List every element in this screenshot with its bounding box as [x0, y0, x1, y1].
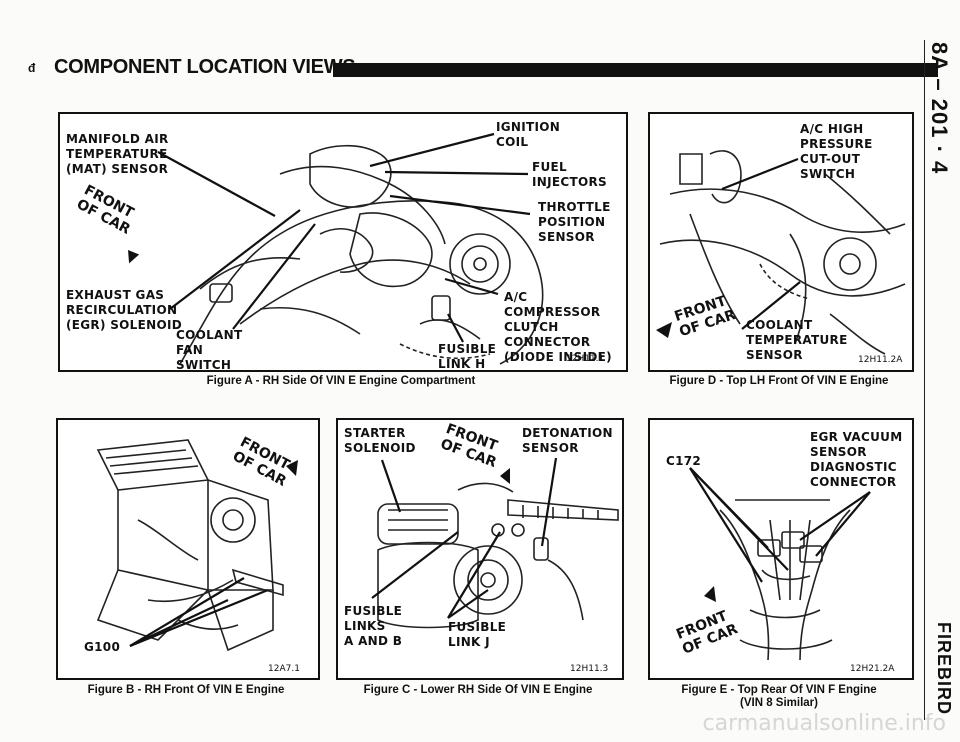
figure-e-panel: C172 EGR VACUUM SENSOR DIAGNOSTIC CONNEC… [648, 418, 914, 680]
figure-a-code: 12H11.1 [566, 354, 605, 364]
model-label: FIREBIRD [934, 622, 954, 715]
figure-a-panel: MANIFOLD AIR TEMPERATURE (MAT) SENSOR IG… [58, 112, 628, 372]
label-fuel-injectors: FUEL INJECTORS [532, 160, 607, 189]
page-title: COMPONENT LOCATION VIEWS [54, 56, 356, 78]
figure-d-panel: A/C HIGH PRESSURE CUT-OUT SWITCH COOLANT… [648, 112, 914, 372]
figure-a-front-arrow-icon [128, 249, 140, 264]
header-bullet-icon: đ [28, 61, 36, 75]
page-reference: 8A – 201 · 4 [927, 42, 952, 175]
label-throttle-position-sensor: THROTTLE POSITION SENSOR [538, 200, 611, 244]
label-ac-compressor-connector: A/C COMPRESSOR CLUTCH CONNECTOR (DIODE I… [504, 290, 612, 364]
watermark: carmanualsonline.info [702, 711, 946, 736]
figure-e-front-arrow-icon [704, 586, 716, 602]
figure-c-panel: STARTER SOLENOID DETONATION SENSOR FUSIB… [336, 418, 624, 680]
figure-c-starter-illustration [371, 457, 619, 629]
figure-d-engine-illustration [656, 150, 906, 355]
label-fusible-links-a-b: FUSIBLE LINKS A AND B [344, 604, 403, 648]
label-ignition-coil: IGNITION COIL [496, 120, 561, 149]
label-mat-sensor: MANIFOLD AIR TEMPERATURE (MAT) SENSOR [66, 132, 169, 176]
figure-a-engine-illustration [128, 132, 544, 365]
figure-e-connector-illustration [689, 467, 871, 661]
figure-e-code: 12H21.2A [850, 664, 895, 674]
figure-c-caption: Figure C - Lower RH Side Of VIN E Engine [363, 684, 593, 696]
header-rule [333, 63, 938, 77]
figure-b-engine-illustration [96, 439, 298, 652]
figure-b-front-arrow-icon [286, 460, 298, 476]
label-coolant-temperature-sensor: COOLANT TEMPERATURE SENSOR [746, 318, 848, 362]
label-egr-vacuum-sensor-connector: EGR VACUUM SENSOR DIAGNOSTIC CONNECTOR [810, 430, 903, 489]
label-fusible-link-h: FUSIBLE LINK H [438, 342, 497, 371]
figure-d-code: 12H11.2A [858, 355, 903, 365]
figure-e-caption: Figure E - Top Rear Of VIN F Engine (VIN… [681, 684, 877, 709]
figure-b-caption: Figure B - RH Front Of VIN E Engine [87, 684, 285, 696]
figure-b-code: 12A7.1 [268, 664, 300, 674]
label-starter-solenoid: STARTER SOLENOID [344, 426, 416, 455]
figure-b-panel: G100 FRONT OF CAR 12A7.1 [56, 418, 320, 680]
label-detonation-sensor: DETONATION SENSOR [522, 426, 613, 455]
label-coolant-fan-switch: COOLANT FAN SWITCH [176, 328, 243, 372]
figure-a-caption: Figure A - RH Side Of VIN E Engine Compa… [206, 375, 476, 387]
label-ac-high-pressure-switch: A/C HIGH PRESSURE CUT-OUT SWITCH [800, 122, 873, 181]
figure-c-code: 12H11.3 [570, 664, 609, 674]
page-header: đ COMPONENT LOCATION VIEWS [28, 55, 938, 85]
figure-c-front-arrow-icon [500, 468, 510, 484]
label-g100-ground: G100 [84, 640, 121, 654]
label-fusible-link-j: FUSIBLE LINK J [448, 620, 507, 649]
side-rule [924, 40, 925, 720]
figure-d-front-arrow-icon [656, 322, 672, 338]
label-c172-connector: C172 [666, 454, 702, 468]
figure-d-caption: Figure D - Top LH Front Of VIN E Engine [669, 375, 889, 387]
label-egr-solenoid: EXHAUST GAS RECIRCULATION (EGR) SOLENOID [66, 288, 182, 332]
